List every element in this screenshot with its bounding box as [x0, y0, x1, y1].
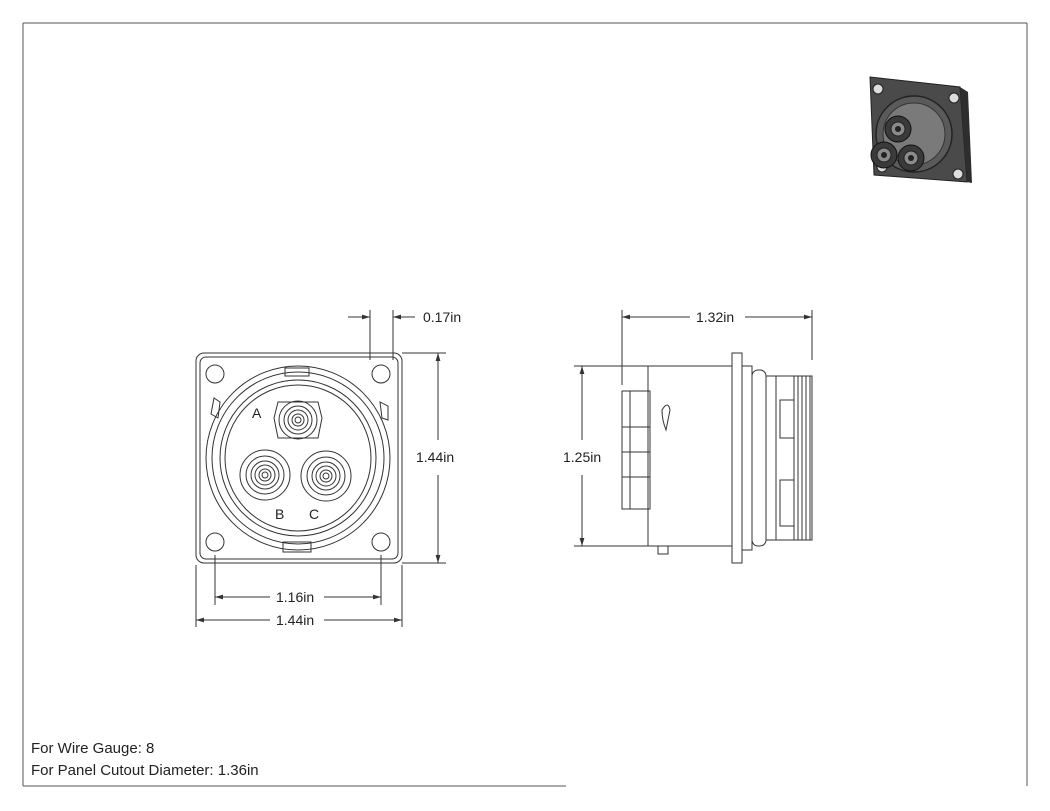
contact-label-b: B: [275, 506, 284, 522]
mount-hole: [371, 364, 391, 384]
dim-side-length: 1.32in: [696, 309, 734, 325]
side-flange: [731, 352, 743, 564]
dim-side-height: 1.25in: [563, 449, 601, 465]
mount-hole: [205, 532, 225, 552]
connector-3d-render: [869, 76, 972, 183]
contact-label-c: C: [309, 506, 319, 522]
front-flange: [195, 352, 403, 564]
dim-mount-spacing: 1.16in: [276, 589, 314, 605]
side-view: [621, 352, 813, 564]
front-view: [195, 352, 403, 564]
dim-flange-offset: 0.17in: [423, 309, 461, 325]
side-dimensions: [574, 310, 813, 547]
mount-hole: [205, 364, 225, 384]
panel-cutout-note: For Panel Cutout Diameter: 1.36in: [31, 762, 259, 779]
front-dimensions: [195, 310, 446, 627]
dim-front-height: 1.44in: [416, 449, 454, 465]
contact-label-a: A: [252, 405, 262, 421]
sheet-border: [22, 22, 1028, 787]
mount-hole: [371, 532, 391, 552]
dim-front-width: 1.44in: [276, 612, 314, 628]
wire-gauge-note: For Wire Gauge: 8: [31, 740, 155, 757]
side-body: [647, 365, 733, 547]
connector-face: [219, 379, 377, 537]
